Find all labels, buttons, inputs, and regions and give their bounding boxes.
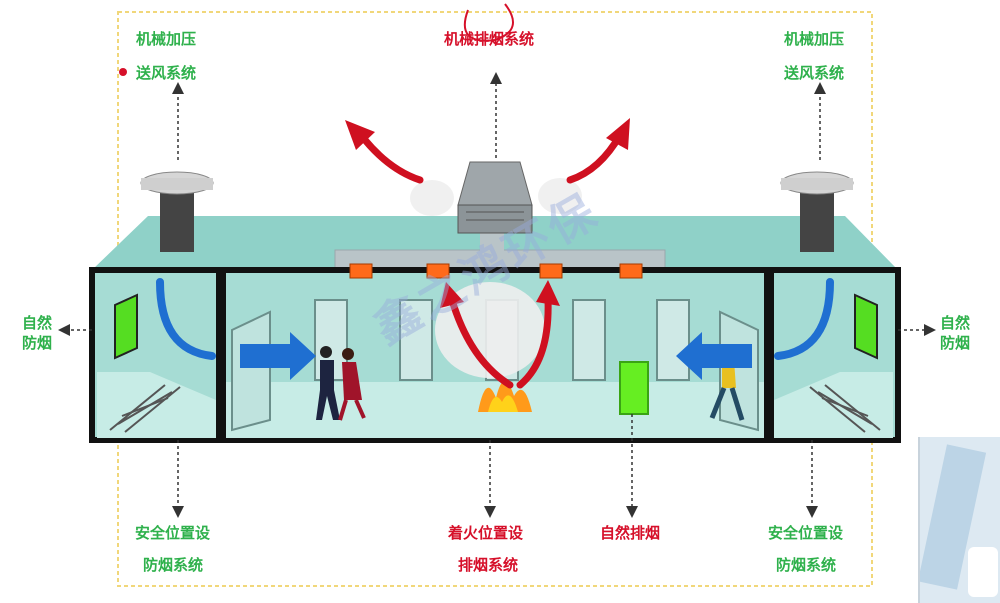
window-right	[854, 293, 878, 360]
label-natural-smoke-right-2: 防烟	[940, 334, 971, 352]
label-natural-smoke-left-2: 防烟	[22, 334, 53, 352]
label-mech-pressure-left-2: 送风系统	[136, 64, 197, 82]
red-annotation-scribble	[463, 3, 514, 42]
partition-right	[764, 270, 774, 440]
label-safe-right-1: 安全位置设	[768, 524, 844, 542]
label-safe-left-2: 防烟系统	[143, 556, 204, 574]
label-safe-right-2: 防烟系统	[776, 556, 837, 574]
label-natural-smoke-right-1: 自然	[940, 314, 971, 332]
smoke-clouds	[410, 178, 582, 378]
label-mech-pressure-left-1: 机械加压	[136, 30, 197, 48]
leader-arrows	[58, 72, 936, 518]
label-fire-location-2: 排烟系统	[458, 556, 519, 574]
label-safe-left-1: 安全位置设	[135, 524, 211, 542]
partition-left	[216, 270, 226, 440]
thumbnail-figure	[968, 547, 998, 597]
presenter-thumbnail	[918, 437, 1000, 603]
label-natural-smoke-left-1: 自然	[22, 314, 53, 332]
label-fire-location-1: 着火位置设	[448, 524, 524, 542]
label-mech-exhaust: 机械排烟系统	[444, 30, 535, 48]
exhaust-fan	[457, 161, 533, 234]
fire-icon	[478, 380, 532, 412]
red-dot	[119, 68, 127, 76]
pressure-fan-left	[140, 171, 214, 252]
airflow-arrows	[156, 278, 834, 360]
airflow-arrowheads	[240, 332, 752, 380]
smoke-arrowheads	[345, 118, 630, 308]
stairs-right	[809, 384, 881, 433]
people-running-left	[316, 346, 366, 421]
label-natural-exhaust: 自然排烟	[600, 524, 661, 542]
exhaust-vents	[349, 263, 643, 279]
window-left	[114, 293, 138, 360]
stairs-left	[109, 384, 181, 433]
natural-exhaust-window	[619, 361, 649, 415]
label-mech-pressure-right-2: 送风系统	[784, 64, 845, 82]
pressure-fan-right	[780, 171, 854, 252]
label-mech-pressure-right-1: 机械加压	[784, 30, 845, 48]
